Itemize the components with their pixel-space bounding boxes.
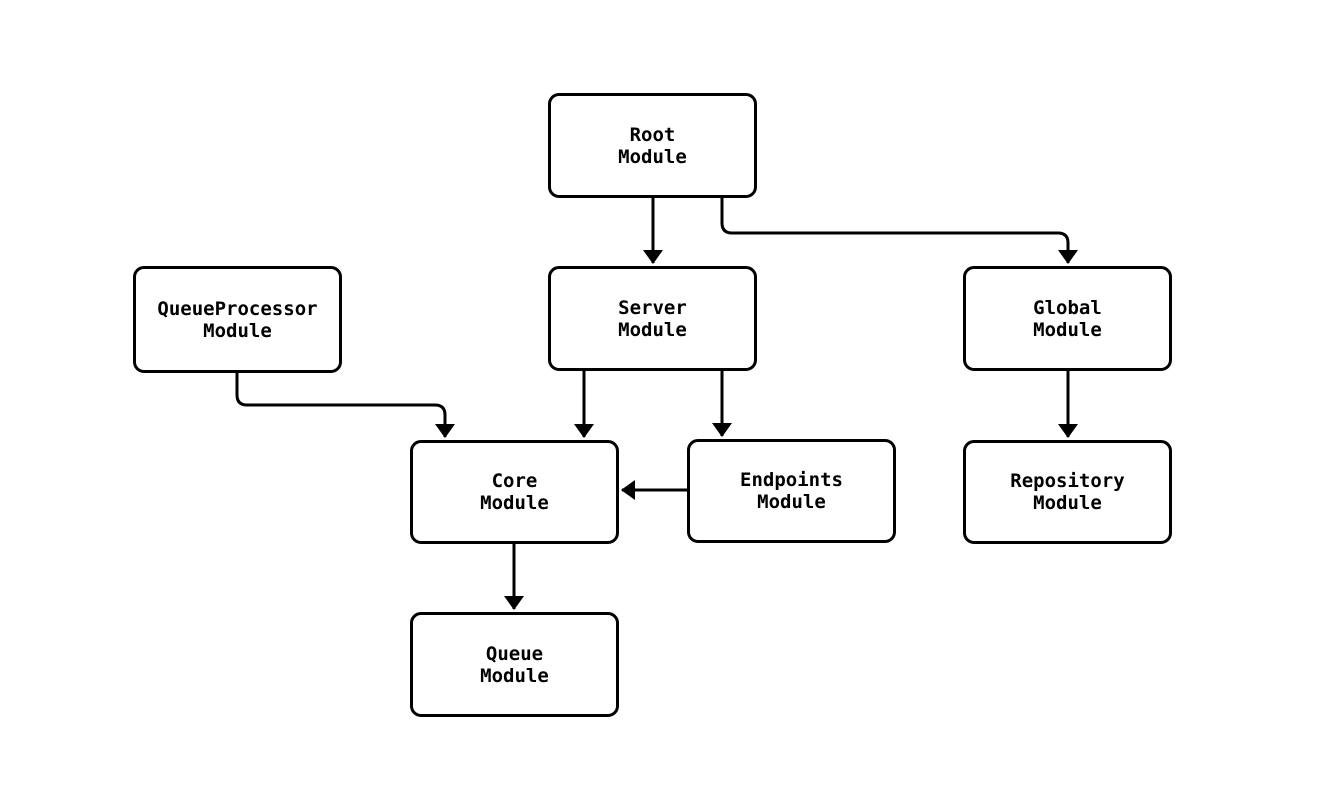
node-global-module: Global Module bbox=[963, 266, 1172, 371]
node-queue-module: Queue Module bbox=[410, 612, 619, 717]
node-endpoints-module-label: Endpoints Module bbox=[740, 469, 843, 513]
node-repository-module: Repository Module bbox=[963, 440, 1172, 544]
node-global-module-label: Global Module bbox=[1033, 296, 1102, 341]
node-queueprocessor-module-label: QueueProcessor Module bbox=[157, 297, 318, 342]
node-repository-module-label: Repository Module bbox=[1010, 470, 1125, 514]
node-queue-module-label: Queue Module bbox=[480, 642, 549, 687]
node-server-module-label: Server Module bbox=[618, 296, 687, 341]
edge-queueprocessor-to-core bbox=[235, 373, 455, 438]
node-endpoints-module: Endpoints Module bbox=[687, 439, 896, 543]
node-core-module-label: Core Module bbox=[480, 470, 549, 514]
node-server-module: Server Module bbox=[548, 266, 757, 371]
edge-root-to-global bbox=[720, 198, 1078, 264]
node-queueprocessor-module: QueueProcessor Module bbox=[133, 266, 342, 373]
node-core-module: Core Module bbox=[410, 440, 619, 544]
node-root-module: Root Module bbox=[548, 93, 757, 198]
node-root-module-label: Root Module bbox=[618, 123, 687, 168]
